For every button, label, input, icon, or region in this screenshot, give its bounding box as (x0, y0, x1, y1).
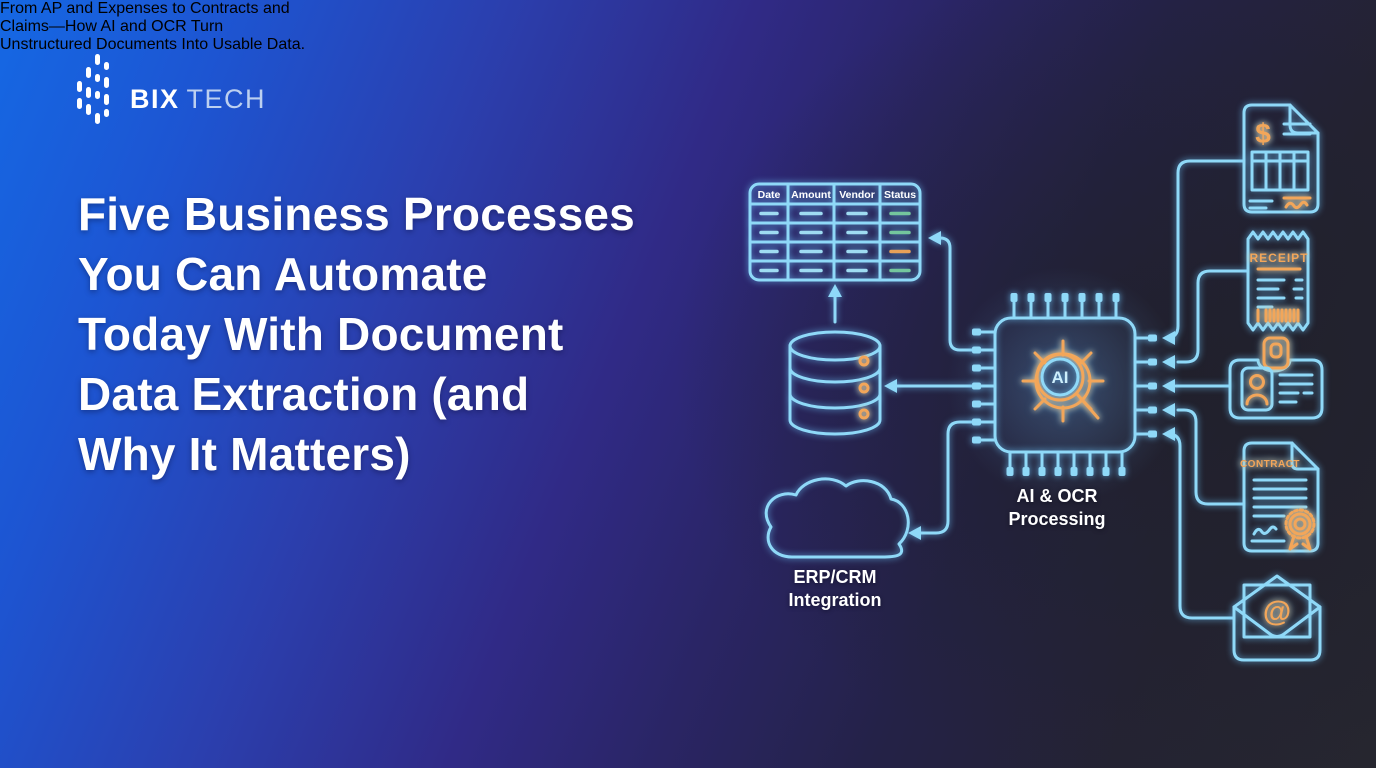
ai-lens-ring (1040, 357, 1080, 397)
database-icon (788, 330, 882, 436)
erp-crm-label: ERP/CRM Integration (755, 566, 915, 612)
title-line: Today With Document (78, 308, 564, 360)
table-header-status: Status (884, 189, 916, 201)
idcard-to-chip-line (1162, 379, 1232, 393)
erp-crm-label-line: ERP/CRM (793, 567, 877, 587)
ai-ocr-label-line: Processing (1008, 509, 1106, 529)
invoice-icon: $ (1242, 103, 1320, 214)
chip-pins-bottom (1006, 450, 1126, 476)
receipt-barcode (1256, 308, 1300, 323)
invoice-signature (1282, 196, 1312, 210)
contract-seal (1284, 508, 1316, 551)
subtitle-line: Unstructured Documents Into Usable Data. (0, 36, 306, 53)
page-title: Five Business Processes You Can Automate… (78, 184, 758, 484)
id-card-clip (1262, 336, 1290, 370)
ai-chip-icon: AI (972, 293, 1157, 476)
chip-pins-right (1133, 334, 1157, 438)
brand-name-bold: BIX (130, 83, 180, 114)
receipt-icon: RECEIPT (1246, 230, 1310, 332)
chip-pins-top (1010, 293, 1120, 320)
invoice-to-chip-line (1162, 159, 1246, 345)
id-card-icon (1228, 336, 1324, 420)
contract-title: CONTRACT (1240, 459, 1300, 470)
title-line: You Can Automate (78, 248, 488, 300)
ai-ocr-label-line: AI & OCR (1016, 486, 1098, 506)
email-to-chip-line (1162, 427, 1236, 620)
chip-to-db-arrow (884, 379, 977, 393)
erp-crm-label-line: Integration (788, 590, 882, 610)
ai-chip-label: AI (1052, 368, 1069, 387)
table-header-date: Date (758, 189, 781, 201)
db-to-table-arrow (828, 284, 842, 324)
email-icon: @ (1232, 574, 1322, 662)
extracted-data-table-icon: Date Amount Vendor Status (748, 182, 922, 282)
table-header-vendor: Vendor (839, 189, 875, 201)
chip-glow (947, 267, 1183, 503)
at-symbol: @ (1263, 596, 1291, 628)
chip-to-cloud-arrow (908, 420, 977, 540)
subtitle-line: From AP and Expenses to Contracts and (0, 0, 290, 17)
id-photo-person (1245, 374, 1269, 406)
chip-pins-left (972, 328, 997, 444)
document-extraction-diagram: Date Amount Vendor Status (748, 103, 1324, 662)
magnifier-icon (1035, 352, 1100, 420)
receipt-to-chip-line (1162, 269, 1250, 369)
title-line: Five Business Processes (78, 188, 635, 240)
title-line: Data Extraction (and (78, 368, 530, 420)
ai-ocr-label: AI & OCR Processing (977, 485, 1137, 531)
title-line: Why It Matters) (78, 428, 411, 480)
table-header-amount: Amount (791, 189, 831, 201)
database-indicator-dots (858, 355, 870, 420)
dollar-symbol: $ (1255, 118, 1271, 149)
contract-signature (1250, 525, 1286, 543)
receipt-title-group: RECEIPT (1249, 251, 1308, 271)
brand-name-light: TECH (186, 83, 267, 114)
bix-dashes-logo-icon (76, 52, 118, 126)
cloud-icon (764, 477, 910, 559)
contract-icon: CONTRACT (1240, 441, 1320, 553)
subtitle-line: Claims—How AI and OCR Turn (0, 18, 224, 35)
chip-to-table-arrow (928, 231, 977, 352)
contract-to-chip-line (1162, 403, 1246, 506)
receipt-title: RECEIPT (1249, 251, 1308, 265)
